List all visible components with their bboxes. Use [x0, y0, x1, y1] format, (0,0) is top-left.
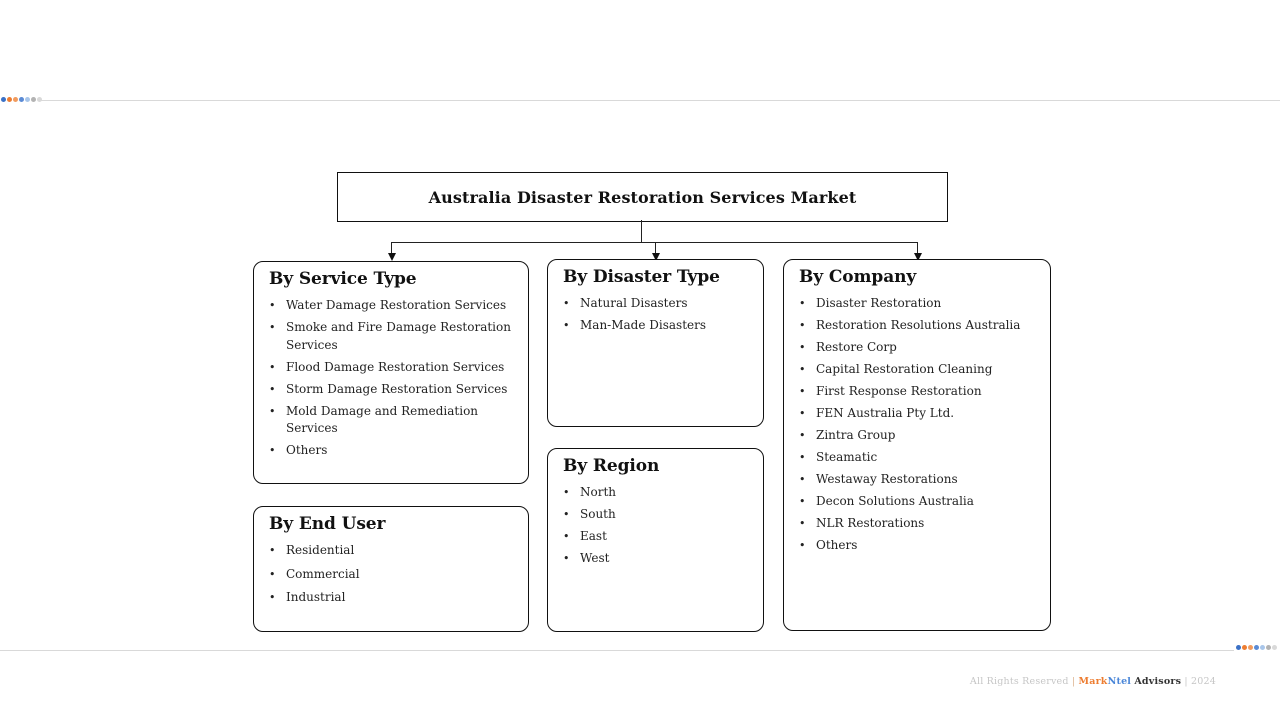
- section-by-company: By Company Disaster RestorationRestorati…: [783, 259, 1051, 631]
- section-item-list: ResidentialCommercialIndustrial: [267, 542, 516, 607]
- list-item: Commercial: [267, 566, 516, 584]
- list-item: Man-Made Disasters: [561, 317, 751, 335]
- decor-dot: [37, 97, 42, 102]
- list-item: Mold Damage and Remediation Services: [267, 403, 516, 438]
- section-by-disaster-type: By Disaster Type Natural DisastersMan-Ma…: [547, 259, 764, 427]
- bottom-divider-line: [0, 650, 1234, 651]
- list-item: Others: [797, 537, 1038, 555]
- list-item: East: [561, 528, 751, 546]
- section-item-list: NorthSouthEastWest: [561, 484, 751, 568]
- list-item: Others: [267, 442, 516, 460]
- separator: |: [1071, 676, 1076, 687]
- decor-dot: [13, 97, 18, 102]
- footer-year: 2024: [1191, 676, 1216, 687]
- list-item: Decon Solutions Australia: [797, 493, 1038, 511]
- list-item: Restoration Resolutions Australia: [797, 317, 1038, 335]
- separator: |: [1184, 676, 1188, 687]
- decor-dots-top-left: [1, 97, 42, 102]
- arrow-down-icon: [651, 253, 660, 261]
- list-item: Smoke and Fire Damage Restoration Servic…: [267, 319, 516, 354]
- list-item: Zintra Group: [797, 427, 1038, 445]
- decor-dot: [1260, 645, 1265, 650]
- list-item: Flood Damage Restoration Services: [267, 359, 516, 377]
- list-item: Residential: [267, 542, 516, 560]
- decor-dot: [1242, 645, 1247, 650]
- decor-dot: [1248, 645, 1253, 650]
- brand-ntel: Ntel: [1107, 676, 1132, 687]
- decor-dot: [1254, 645, 1259, 650]
- connector-horizontal-line: [391, 242, 918, 244]
- arrow-down-icon: [913, 253, 922, 261]
- decor-dot: [31, 97, 36, 102]
- section-item-list: Water Damage Restoration ServicesSmoke a…: [267, 297, 516, 460]
- section-title: By End User: [269, 514, 386, 534]
- decor-dot: [1272, 645, 1277, 650]
- connector-stem-disaster-type: [655, 242, 657, 254]
- list-item: Industrial: [267, 589, 516, 607]
- list-item: North: [561, 484, 751, 502]
- list-item: FEN Australia Pty Ltd.: [797, 405, 1038, 423]
- section-by-end-user: By End User ResidentialCommercialIndustr…: [253, 506, 529, 632]
- footer-credit: All Rights Reserved | MarkNtel Advisors …: [970, 676, 1216, 687]
- section-title: By Disaster Type: [563, 267, 720, 287]
- diagram-title-box: Australia Disaster Restoration Services …: [337, 172, 948, 222]
- list-item: First Response Restoration: [797, 383, 1038, 401]
- section-by-region: By Region NorthSouthEastWest: [547, 448, 764, 632]
- decor-dot: [1236, 645, 1241, 650]
- list-item: South: [561, 506, 751, 524]
- list-item: Water Damage Restoration Services: [267, 297, 516, 315]
- list-item: Steamatic: [797, 449, 1038, 467]
- decor-dot: [25, 97, 30, 102]
- section-item-list: Disaster RestorationRestoration Resoluti…: [797, 295, 1038, 555]
- decor-dot: [1266, 645, 1271, 650]
- section-item-list: Natural DisastersMan-Made Disasters: [561, 295, 751, 335]
- list-item: Storm Damage Restoration Services: [267, 381, 516, 399]
- list-item: Disaster Restoration: [797, 295, 1038, 313]
- decor-dots-bottom-right: [1236, 645, 1277, 650]
- list-item: Capital Restoration Cleaning: [797, 361, 1038, 379]
- decor-dot: [1, 97, 6, 102]
- diagram-title: Australia Disaster Restoration Services …: [428, 187, 857, 207]
- rights-text: All Rights Reserved: [969, 676, 1069, 687]
- brand-mark: Mark: [1078, 676, 1108, 687]
- arrow-down-icon: [387, 253, 396, 261]
- list-item: Restore Corp: [797, 339, 1038, 357]
- brand-advisors: Advisors: [1134, 676, 1182, 687]
- section-by-service-type: By Service Type Water Damage Restoration…: [253, 261, 529, 484]
- list-item: NLR Restorations: [797, 515, 1038, 533]
- decor-dot: [19, 97, 24, 102]
- connector-stem-company: [917, 242, 919, 254]
- section-title: By Service Type: [269, 269, 417, 289]
- list-item: West: [561, 550, 751, 568]
- top-divider-line: [40, 100, 1280, 101]
- connector-stem-service-type: [391, 242, 393, 254]
- connector-root-stem: [641, 220, 643, 243]
- decor-dot: [7, 97, 12, 102]
- section-title: By Region: [563, 456, 660, 476]
- list-item: Natural Disasters: [561, 295, 751, 313]
- section-title: By Company: [799, 267, 917, 287]
- list-item: Westaway Restorations: [797, 471, 1038, 489]
